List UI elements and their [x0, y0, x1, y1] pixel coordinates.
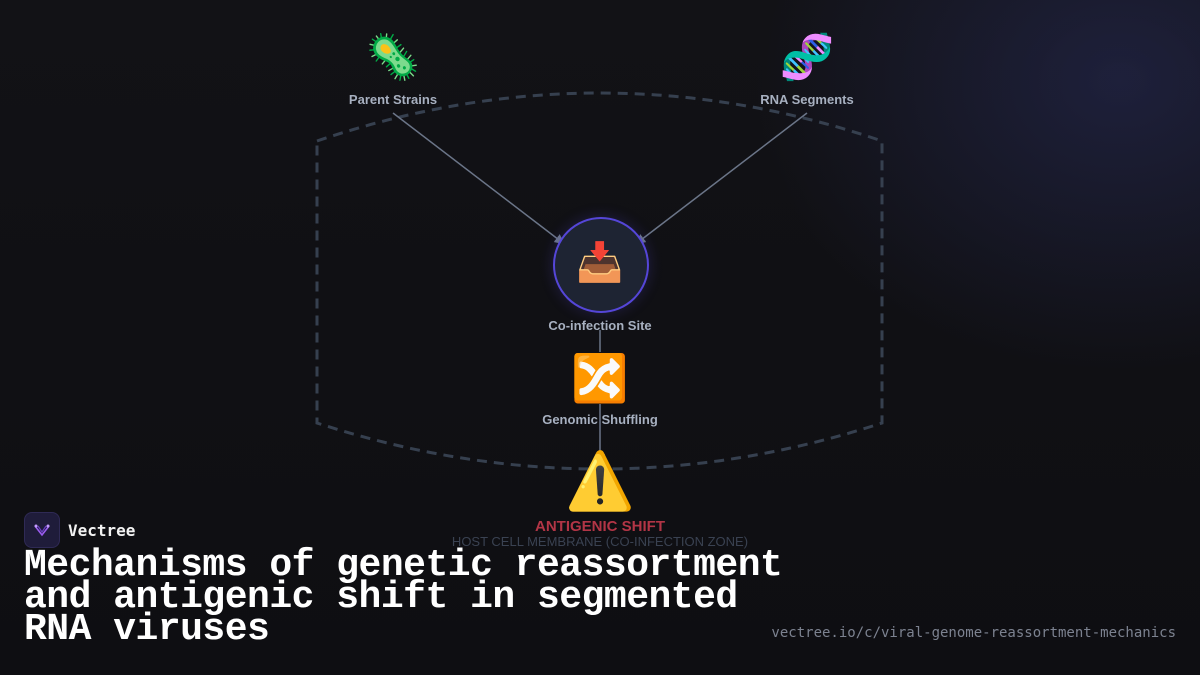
vectree-logo-icon: [24, 512, 60, 548]
host-cell-membrane: [315, 91, 884, 471]
source-url[interactable]: vectree.io/c/viral-genome-reassortment-m…: [771, 625, 1176, 641]
edge-rna-segments-to-coinfection: [635, 112, 808, 245]
page-title: Mechanisms of genetic reassortment and a…: [24, 544, 783, 651]
node-label-genomic-shuffling: Genomic Shuffling: [542, 412, 658, 427]
node-label-antigenic-shift: ANTIGENIC SHIFT: [535, 518, 665, 535]
dna-icon: 🧬: [779, 32, 835, 83]
warning-icon: ⚠️: [565, 449, 635, 514]
node-label-coinfection-site: Co-infection Site: [548, 318, 652, 333]
microbe-icon: 🦠: [365, 32, 421, 83]
shuffle-icon: 🔀: [571, 351, 629, 405]
inbox-tray-icon: 📥: [576, 240, 624, 284]
brand[interactable]: Vectree: [24, 512, 135, 548]
coinfection-site-node: [553, 217, 649, 313]
edge-parent-strains-to-coinfection: [392, 112, 565, 245]
zone-label: HOST CELL MEMBRANE (CO-INFECTION ZONE): [451, 534, 749, 549]
node-label-parent-strains: Parent Strains: [348, 92, 438, 107]
brand-name: Vectree: [68, 520, 136, 540]
node-label-rna-segments: RNA Segments: [760, 92, 854, 107]
